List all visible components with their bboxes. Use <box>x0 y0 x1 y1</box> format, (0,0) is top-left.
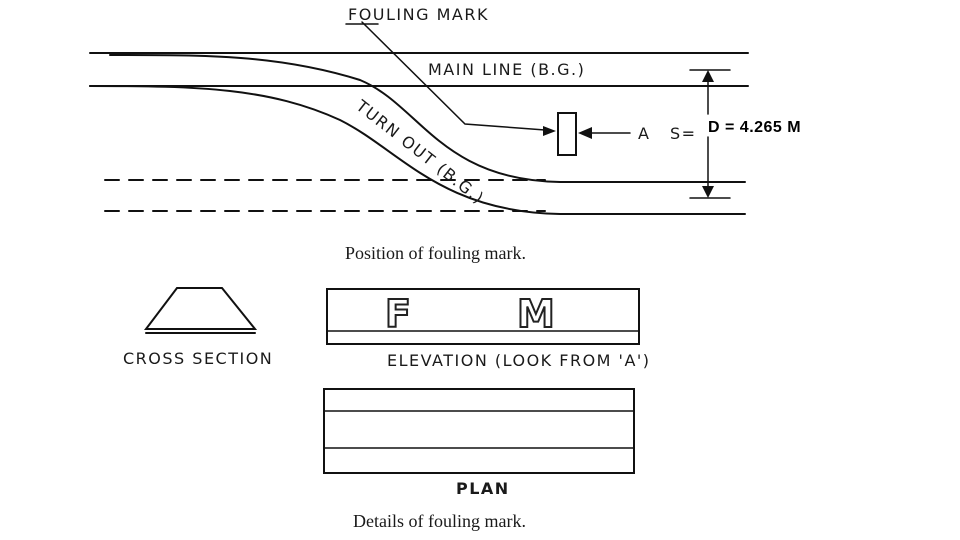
elevation-letter-f: F <box>385 292 411 336</box>
spacing-value: D = 4.265 M <box>708 119 801 136</box>
elevation-letter-m: M <box>517 292 555 336</box>
plan-label: PLAN <box>456 479 510 498</box>
main-line-track <box>89 52 749 87</box>
elevation-drawing <box>326 288 640 345</box>
fouling-mark-leader-line <box>361 21 546 131</box>
view-point-label: A <box>638 124 650 143</box>
turnout-rail-upper <box>109 54 746 183</box>
position-caption: Position of fouling mark. <box>345 243 526 263</box>
dashed-track <box>104 179 546 212</box>
turn-out-label: TURN OUT (B.G.) <box>352 96 488 208</box>
fouling-mark-block <box>557 112 577 156</box>
dimension-arrow-down <box>702 186 714 198</box>
turnout-track <box>89 54 746 215</box>
view-arrow-head <box>578 127 592 139</box>
fouling-mark-label: FOULING MARK <box>348 5 489 24</box>
dimension-arrow-up <box>702 70 714 82</box>
plan-drawing <box>323 388 635 474</box>
cross-section-drawing <box>143 287 258 334</box>
main-line-label: MAIN LINE (B.G.) <box>428 60 585 79</box>
leader-arrowhead <box>543 126 556 136</box>
turnout-rail-lower <box>89 85 746 215</box>
details-caption: Details of fouling mark. <box>353 511 526 531</box>
spacing-prefix: S= <box>670 124 697 143</box>
elevation-label: ELEVATION (LOOK FROM 'A') <box>387 351 651 370</box>
cross-section-label: CROSS SECTION <box>123 349 273 368</box>
